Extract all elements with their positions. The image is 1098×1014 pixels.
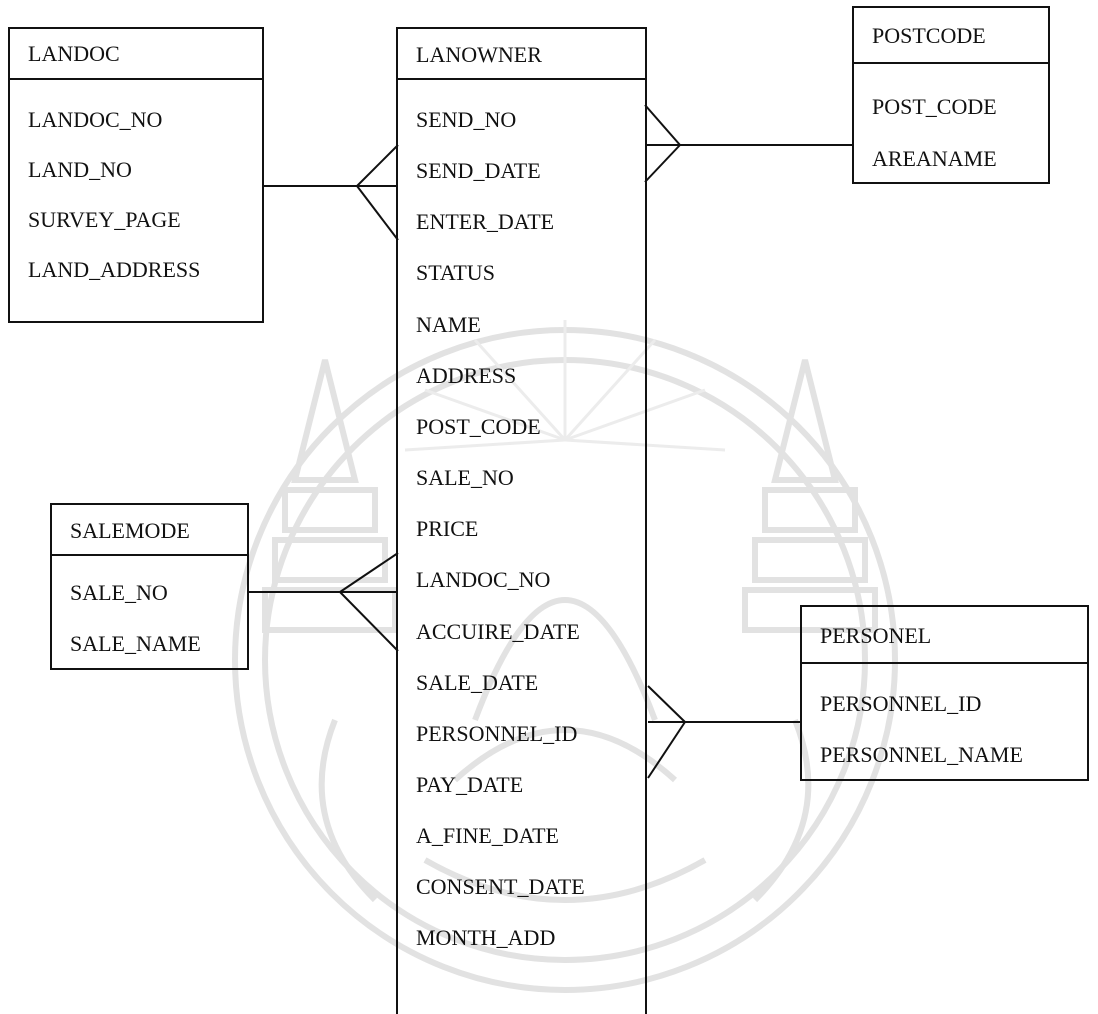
- postcode-lanowner-crowfoot-upper: [644, 104, 681, 146]
- attribute-field: PERSONNEL_NAME: [820, 742, 1023, 767]
- attribute-field: LANDOC_NO: [416, 567, 551, 593]
- attribute-field: AREANAME: [872, 146, 997, 171]
- attribute-field: SALE_DATE: [416, 669, 539, 695]
- attribute-field: SURVEY_PAGE: [28, 207, 181, 232]
- attribute-field: STATUS: [416, 260, 495, 286]
- attribute-field: LAND_ADDRESS: [28, 257, 201, 282]
- entity-salemode: SALEMODE SALE_NO SALE_NAME: [50, 503, 249, 670]
- entity-title: POSTCODE: [854, 8, 1048, 64]
- entity-lanowner: LANOWNER SEND_NO SEND_DATE ENTER_DATE STATU…: [396, 27, 647, 1014]
- entity-postcode: POSTCODE POST_CODE AREANAME: [852, 6, 1050, 184]
- postcode-lanowner-crowfoot-lower: [644, 144, 681, 183]
- attribute-field: SEND_DATE: [416, 158, 541, 184]
- attribute-field: SEND_NO: [416, 107, 517, 132]
- attribute-field: PRICE: [416, 516, 479, 542]
- attribute-field: POST_CODE: [416, 413, 541, 439]
- attribute-field: A_FINE_DATE: [416, 823, 559, 849]
- attribute-field: SALE_NO: [416, 465, 514, 491]
- entity-title: LANDOC: [10, 29, 262, 80]
- attribute-field: ACCUIRE_DATE: [416, 618, 580, 644]
- attribute-field: LAND_NO: [28, 157, 132, 182]
- entity-personel: PERSONEL PERSONNEL_ID PERSONNEL_NAME: [800, 605, 1089, 781]
- landoc-lanowner-crowfoot-upper: [356, 144, 399, 187]
- attribute-field: SALE_NAME: [70, 631, 201, 656]
- entity-landoc: LANDOC LANDOC_NO LAND_NO SURVEY_PAGE LAND_A…: [8, 27, 264, 323]
- attribute-field: PERSONNEL_ID: [820, 691, 982, 716]
- attribute-field: NAME: [416, 311, 481, 337]
- university-seal-watermark: [232, 320, 898, 993]
- entity-title: LANOWNER: [398, 29, 645, 80]
- attribute-field: PERSONNEL_ID: [416, 720, 578, 746]
- attribute-field: ADDRESS: [416, 362, 517, 388]
- attribute-field: PAY_DATE: [416, 771, 524, 797]
- attribute-field: LANDOC_NO: [28, 107, 163, 132]
- landoc-lanowner-crowfoot-lower: [356, 185, 399, 241]
- entity-title: SALEMODE: [52, 505, 247, 556]
- attribute-field: ENTER_DATE: [416, 209, 555, 235]
- attribute-field: CONSENT_DATE: [416, 874, 585, 900]
- attribute-field: SALE_NO: [70, 580, 168, 605]
- attribute-field: POST_CODE: [872, 94, 997, 119]
- entity-title: PERSONEL: [802, 607, 1087, 664]
- attribute-field: MONTH_ADD: [416, 925, 556, 951]
